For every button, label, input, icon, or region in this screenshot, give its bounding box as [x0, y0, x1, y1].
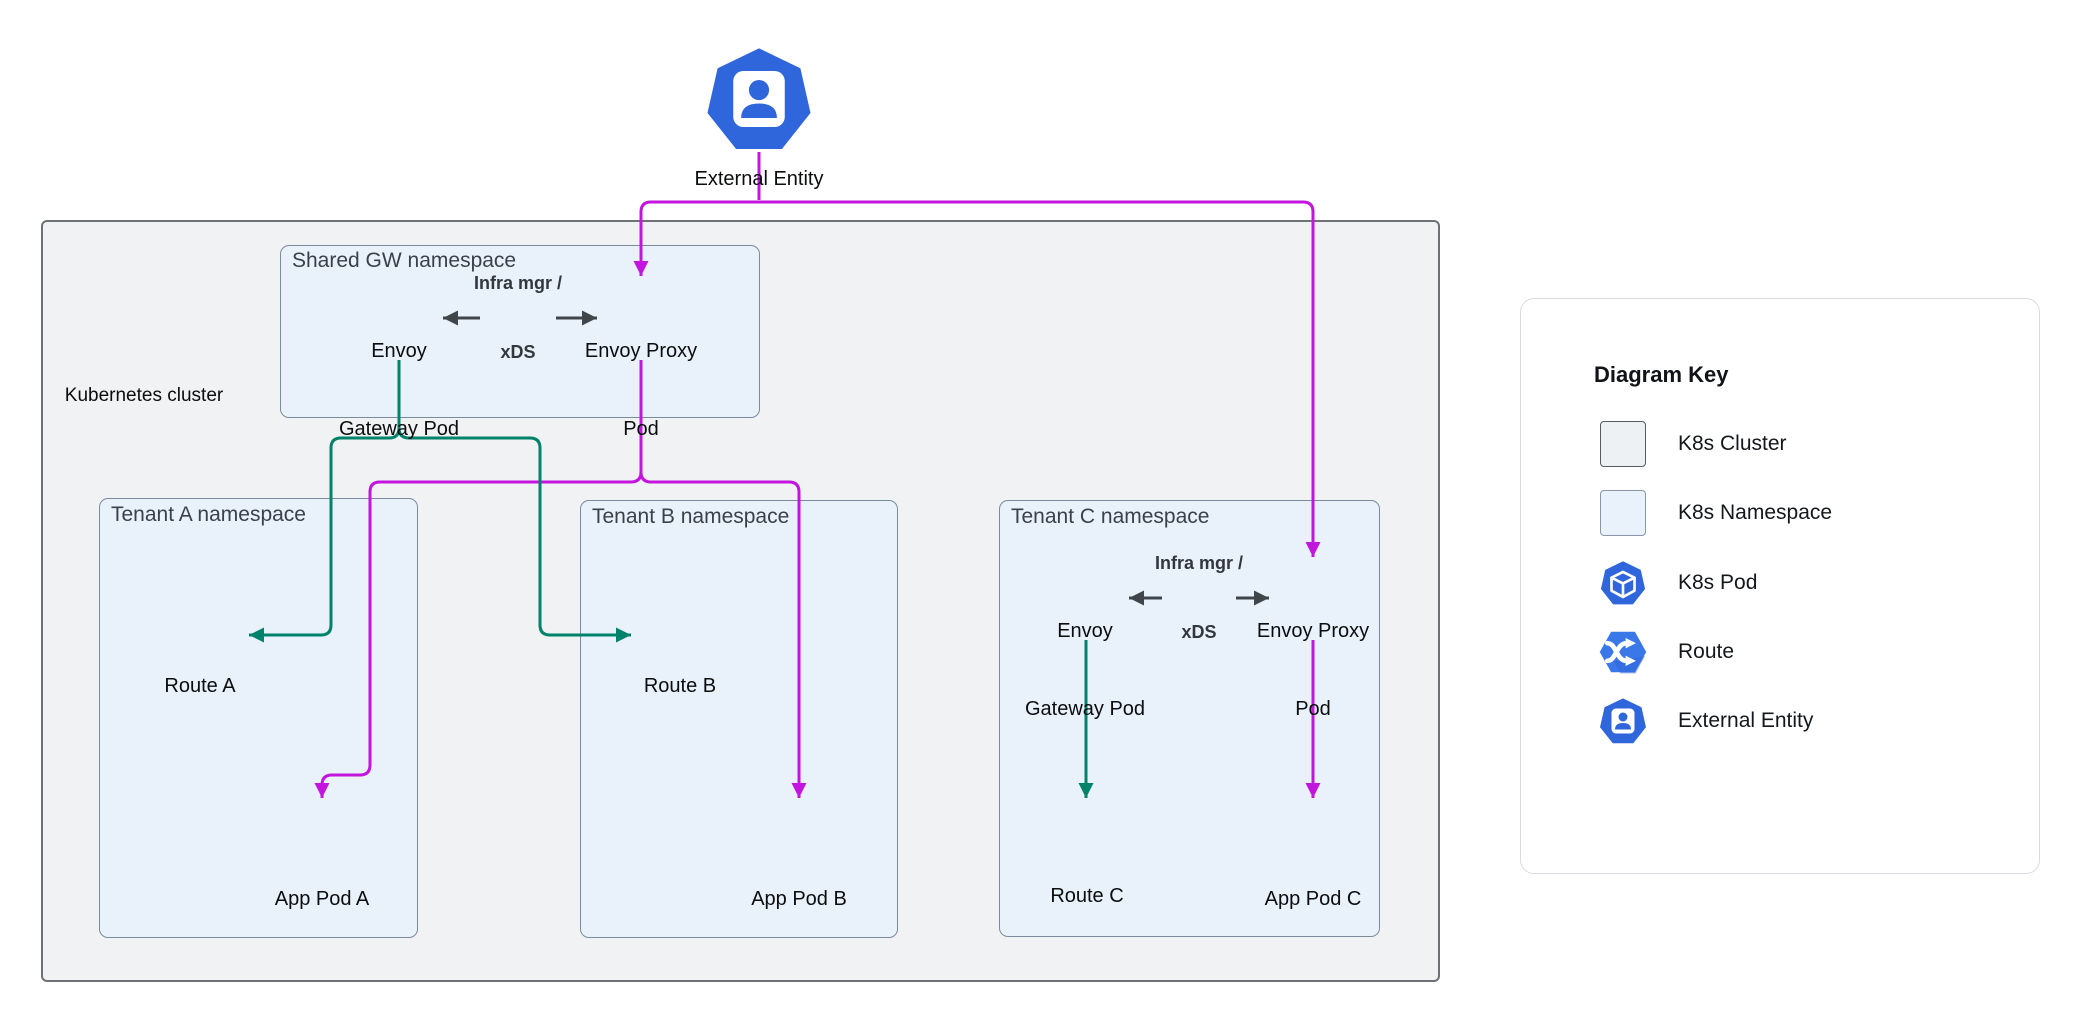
external-entity-label: External Entity — [694, 168, 824, 190]
tenant-c-envoy-gateway-pod-label: Envoy Gateway Pod — [1024, 620, 1146, 720]
key-label-k8s-pod: K8s Pod — [1678, 571, 1758, 594]
shared-infra-xds-label: Infra mgr / xDS — [473, 273, 563, 362]
diagram-key-title: Diagram Key — [1594, 362, 1729, 387]
shared-gw-namespace-title: Shared GW namespace — [292, 249, 517, 272]
app-pod-a-label: App Pod A — [274, 888, 370, 910]
shared-envoy-gateway-pod-label: Envoy Gateway Pod — [338, 340, 460, 440]
external-entity-icon — [703, 43, 815, 155]
tenant-a-namespace-box — [99, 498, 418, 938]
tenant-c-infra-xds-label: Infra mgr / xDS — [1154, 553, 1244, 642]
app-pod-b-label: App Pod B — [751, 888, 847, 910]
key-label-k8s-cluster: K8s Cluster — [1678, 432, 1787, 455]
key-route-icon — [1597, 629, 1649, 675]
k8s-cluster-swatch — [1600, 421, 1646, 467]
shared-envoy-proxy-pod-label: Envoy Proxy Pod — [584, 340, 698, 440]
key-pod-icon — [1598, 558, 1648, 607]
key-label-external-entity: External Entity — [1678, 709, 1814, 732]
app-pod-c-label: App Pod C — [1264, 888, 1362, 910]
route-b-label: Route B — [643, 675, 717, 697]
tenant-b-namespace-title: Tenant B namespace — [592, 505, 790, 528]
k8s-namespace-swatch — [1600, 490, 1646, 536]
key-external-entity-icon — [1597, 695, 1649, 746]
tenant-c-envoy-proxy-pod-label: Envoy Proxy Pod — [1256, 620, 1370, 720]
key-label-route: Route — [1678, 640, 1735, 663]
kubernetes-cluster-label: Kubernetes cluster — [64, 385, 224, 406]
tenant-b-namespace-box — [580, 500, 898, 938]
key-label-k8s-namespace: K8s Namespace — [1678, 501, 1833, 524]
tenant-c-namespace-box — [999, 500, 1380, 937]
route-c-label: Route C — [1050, 885, 1124, 907]
route-a-label: Route A — [164, 675, 236, 697]
tenant-a-namespace-title: Tenant A namespace — [111, 503, 306, 526]
